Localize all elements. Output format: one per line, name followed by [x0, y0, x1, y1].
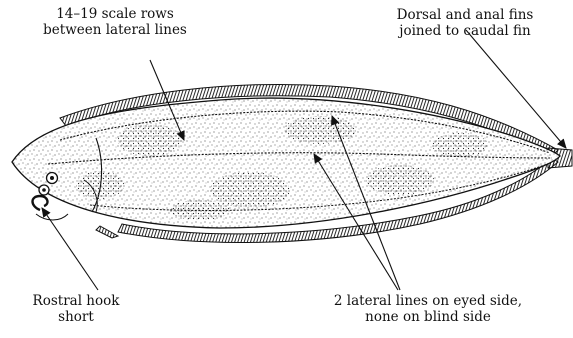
- lateral-lines-label: 2 lateral lines on eyed side, none on bl…: [292, 293, 564, 325]
- lateral-lines-label-line2: none on blind side: [292, 309, 564, 325]
- dorsal-anal-fins-label-line1: Dorsal and anal fins: [370, 7, 560, 23]
- rostral-hook-label-line1: Rostral hook: [6, 293, 146, 309]
- pelvic-fin: [96, 226, 118, 238]
- rostral-hook-label: Rostral hook short: [6, 293, 146, 325]
- rostral-hook: [33, 196, 48, 210]
- rostral-hook-arrow: [42, 208, 98, 290]
- scale-rows-label-line2: between lateral lines: [10, 22, 220, 38]
- mouth-line: [36, 214, 68, 220]
- scale-rows-label-line1: 14–19 scale rows: [10, 6, 220, 22]
- dorsal-anal-fins-label-line2: joined to caudal fin: [370, 23, 560, 39]
- dorsal-anal-fins-label: Dorsal and anal fins joined to caudal fi…: [370, 7, 560, 39]
- rostral-hook-label-line2: short: [6, 309, 146, 325]
- lateral-lines-label-line1: 2 lateral lines on eyed side,: [292, 293, 564, 309]
- scale-rows-label: 14–19 scale rows between lateral lines: [10, 6, 220, 38]
- body-stipple: [0, 80, 573, 250]
